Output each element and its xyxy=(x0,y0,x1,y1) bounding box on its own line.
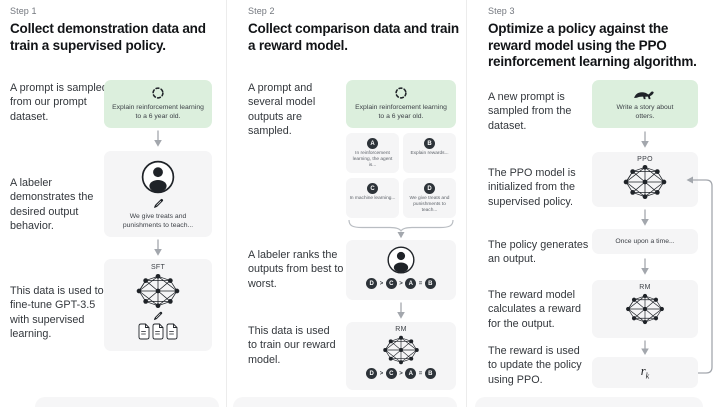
neural-network-icon xyxy=(135,273,181,309)
step3-caption-reward-calc: The reward model calculates a reward for… xyxy=(488,289,582,330)
step2-label: Step 2 xyxy=(248,6,275,16)
ppo-label: PPO xyxy=(637,156,653,163)
output-candidate-c: C In machine learning... xyxy=(346,178,399,218)
step3-prompt-text: Write a story about otters. xyxy=(616,104,674,121)
step3-ppo-box: PPO xyxy=(592,152,698,207)
rank-badge: B xyxy=(424,368,436,379)
documents-icon xyxy=(137,323,179,341)
down-arrow-icon xyxy=(152,239,164,257)
ranking-row: D > C > A = B xyxy=(366,278,436,289)
step1-caption-finetune: This data is used to fine-tune GPT-3.5 w… xyxy=(10,285,104,341)
letter-badge: B xyxy=(424,138,435,149)
rank-separator: > xyxy=(399,370,403,377)
rank-separator: > xyxy=(379,370,384,377)
sampling-icon xyxy=(151,86,165,100)
step1-prompt-box: Explain reinforcement learning to a 6 ye… xyxy=(104,80,212,128)
bottom-card xyxy=(475,397,703,407)
output-candidate-text: Explain rewards... xyxy=(410,151,449,156)
step1-title: Collect demonstration data and train a s… xyxy=(10,21,206,53)
rank-badge: B xyxy=(424,278,436,289)
output-candidate-b: B Explain rewards... xyxy=(403,133,456,173)
step1-label: Step 1 xyxy=(10,6,37,16)
output-candidate-text: In machine learning... xyxy=(349,196,396,201)
step2-prompt-text: Explain reinforcement learning to a 6 ye… xyxy=(355,104,447,121)
pen-icon xyxy=(152,310,164,322)
pen-icon xyxy=(152,197,165,210)
step3-caption-update: The reward is used to update the policy … xyxy=(488,345,582,386)
step1-caption-labeler: A labeler demonstrates the desired outpu… xyxy=(10,177,94,233)
down-arrow-icon xyxy=(639,131,651,149)
rank-badge: A xyxy=(405,368,417,379)
ranking-row: D > C > A = B xyxy=(366,368,436,379)
output-candidate-a: A In reinforcement learning, the agent i… xyxy=(346,133,399,173)
step2-caption-train: This data is used to train our reward mo… xyxy=(248,325,336,366)
step2-caption-ranks: A labeler ranks the outputs from best to… xyxy=(248,249,344,290)
step1-sft-box: SFT xyxy=(104,259,212,351)
otter-icon xyxy=(632,87,658,100)
curly-brace-down-icon xyxy=(348,219,454,239)
step1-labeler-box: We give treats and punishments to teach.… xyxy=(104,151,212,237)
rank-badge: C xyxy=(385,368,397,379)
step3-output-box: Once upon a time... xyxy=(592,229,698,254)
step2-title: Collect comparison data and train a rewa… xyxy=(248,21,459,53)
rank-badge: C xyxy=(385,278,397,289)
step3-caption-ppo-init: The PPO model is initialized from the su… xyxy=(488,167,576,208)
step3-caption-generates: The policy generates an output. xyxy=(488,239,589,266)
step1-caption-prompt: A prompt is sampled from our prompt data… xyxy=(10,82,108,123)
step3-title: Optimize a policy against the reward mod… xyxy=(488,21,697,70)
rank-separator: = xyxy=(418,280,423,287)
output-candidate-d: D We give treats and punishments to teac… xyxy=(403,178,456,218)
step1-demonstration-text: We give treats and punishments to teach.… xyxy=(122,213,194,230)
step3-prompt-box: Write a story about otters. xyxy=(592,80,698,128)
column-divider xyxy=(226,0,227,407)
rank-badge: D xyxy=(366,368,378,379)
rank-badge: D xyxy=(366,278,378,289)
down-arrow-icon xyxy=(152,130,164,148)
down-arrow-icon xyxy=(395,302,407,320)
reward-value-label: rk xyxy=(640,364,650,381)
bottom-card xyxy=(35,397,219,407)
feedback-loop-arrow-icon xyxy=(686,176,713,374)
step3-label: Step 3 xyxy=(488,6,515,16)
step2-prompt-box: Explain reinforcement learning to a 6 ye… xyxy=(346,80,456,128)
rank-separator: > xyxy=(399,280,403,287)
rank-badge: A xyxy=(405,278,417,289)
down-arrow-icon xyxy=(641,340,649,355)
step2-caption-sampled: A prompt and several model outputs are s… xyxy=(248,82,316,138)
labeler-person-icon xyxy=(386,245,416,275)
step3-rm-box: RM xyxy=(592,280,698,338)
letter-badge: A xyxy=(367,138,378,149)
column-divider xyxy=(466,0,467,407)
sampling-icon xyxy=(394,86,408,100)
rank-separator: > xyxy=(379,280,384,287)
output-candidate-text: In reinforcement learning, the agent is.… xyxy=(352,151,393,169)
neural-network-icon xyxy=(381,335,421,365)
bottom-card xyxy=(233,397,457,407)
letter-badge: C xyxy=(367,183,378,194)
step2-labeler-rank-box: D > C > A = B xyxy=(346,240,456,300)
rm-label: RM xyxy=(395,326,407,333)
step3-output-text: Once upon a time... xyxy=(615,237,675,245)
step2-rm-box: RM D > C > A = B xyxy=(346,322,456,390)
output-candidate-text: We give treats and punishments to teach.… xyxy=(409,196,450,214)
step1-prompt-text: Explain reinforcement learning to a 6 ye… xyxy=(112,104,204,121)
rank-separator: = xyxy=(418,370,423,377)
labeler-person-icon xyxy=(140,159,176,195)
rm-label: RM xyxy=(639,284,651,291)
step3-caption-new-prompt: A new prompt is sampled from the dataset… xyxy=(488,91,572,132)
sft-label: SFT xyxy=(150,264,166,271)
letter-badge: D xyxy=(424,183,435,194)
step3-reward-box: rk xyxy=(592,357,698,388)
